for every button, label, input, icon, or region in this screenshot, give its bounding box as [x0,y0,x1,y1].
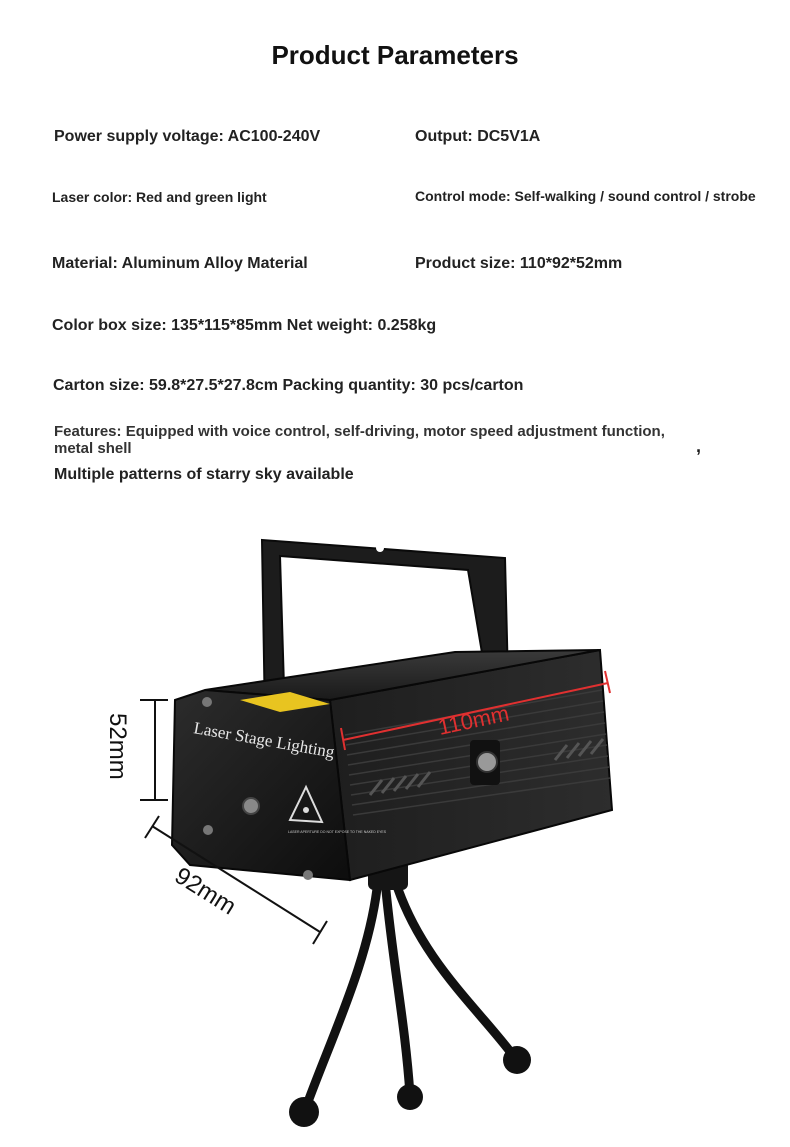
dim-height [140,699,168,801]
laser-aperture [242,797,260,815]
tripod-foot-center [397,1084,423,1110]
tripod-foot-left [289,1097,319,1127]
param-voltage: Power supply voltage: AC100-240V [54,128,321,145]
param-laser-color: Laser color: Red and green light [52,189,267,205]
tripod-foot-right [503,1046,531,1074]
param-control-mode: Control mode: Self-walking / sound contr… [415,188,756,204]
bracket-knob [476,751,498,773]
warning-text: LASER APERTURE DO NOT EXPOSE TO THE NAKE… [288,830,387,834]
features-punct: , [696,436,702,456]
screw-tl [202,697,212,707]
param-color-box: Color box size: 135*115*85mm Net weight:… [52,317,437,334]
screw-bl [303,870,313,880]
dim-height-label: 52mm [104,713,131,780]
param-material: Material: Aluminum Alloy Material [52,255,308,272]
dim-depth-label: 92mm [170,862,241,920]
bracket-hole [376,544,384,552]
dim-depth [144,815,328,945]
top-warning-sticker [240,692,330,712]
param-output: Output: DC5V1A [415,128,541,145]
dim-length [340,670,611,751]
product-image: Laser Stage Lighting LASER APERTURE DO N… [104,538,614,1127]
screw-ml [203,825,213,835]
tripod [300,875,520,1115]
side-vents [368,738,605,796]
body-front [170,688,352,882]
param-carton: Carton size: 59.8*27.5*27.8cm Packing qu… [53,377,524,394]
features-text-2: Multiple patterns of starry sky availabl… [54,466,354,483]
features-text: Features: Equipped with voice control, s… [54,423,665,457]
param-product-size: Product size: 110*92*52mm [415,255,623,272]
page-title: Product Parameters [271,40,519,70]
warning-triangle [288,784,324,824]
